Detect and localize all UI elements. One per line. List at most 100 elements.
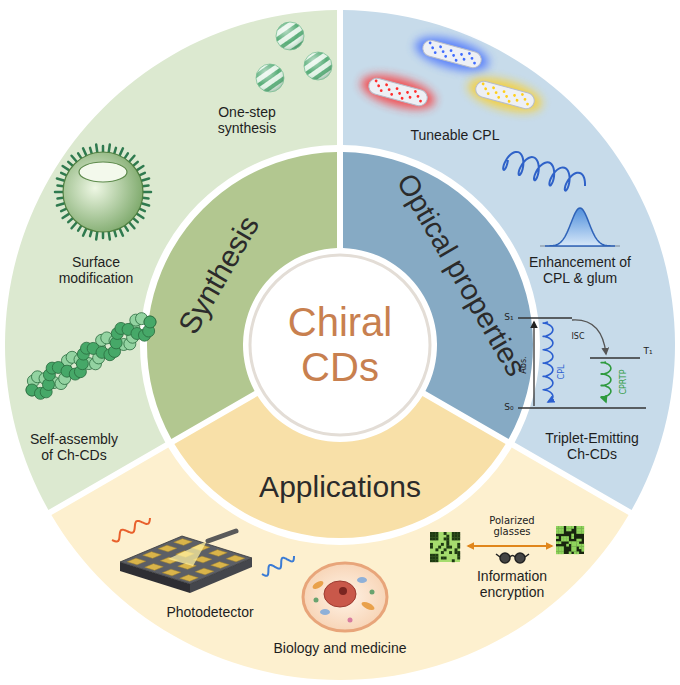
cell-illustration [311, 579, 324, 590]
qr-code [452, 559, 455, 562]
surface-ligands [96, 232, 97, 240]
surface-ligands [78, 226, 81, 231]
transition-label: CPL [558, 365, 567, 380]
sector-shape [5, 10, 337, 510]
qr-code [433, 532, 436, 535]
qr-code [566, 536, 569, 539]
qr-code [581, 546, 584, 549]
nanorod [523, 98, 526, 101]
qr-code [581, 529, 584, 532]
qr-code [571, 544, 574, 547]
helix-fiber [26, 313, 156, 400]
topic-label: Triplet-Emitting Ch-CDs [535, 430, 649, 462]
qr-code [446, 540, 449, 543]
nanorod [513, 94, 516, 97]
electrode-pads [211, 562, 229, 569]
qr-code [569, 541, 572, 544]
nanorod [406, 91, 409, 94]
topic-label: Biology and medicine [250, 640, 430, 656]
qr-code [579, 529, 582, 532]
text-holder: Information encryption [468, 568, 556, 600]
surface-ligands [102, 146, 105, 152]
text-holder: T₁ [643, 347, 652, 357]
qr-code [566, 544, 569, 547]
text-holder: Chiral CDs [265, 300, 415, 390]
surface-ligands [63, 166, 70, 170]
sector-outline [5, 10, 337, 510]
energy-diagram [590, 357, 640, 358]
qr-code [430, 535, 433, 538]
nanorod [412, 31, 493, 78]
nanorod [374, 79, 377, 82]
qr-code [566, 526, 569, 529]
topic-label: Photodetector [145, 604, 275, 620]
energy-diagram [533, 322, 534, 406]
nanorod [468, 52, 471, 55]
qr-code [566, 529, 569, 532]
qr-code [556, 529, 559, 532]
nanorod [358, 69, 439, 116]
cell-illustration [357, 577, 367, 583]
qr-code [569, 526, 572, 529]
qr-code [576, 531, 579, 534]
nanorod [379, 89, 382, 92]
qr-code [576, 544, 579, 547]
surface-ligands [120, 148, 123, 155]
surface-ligands [83, 228, 86, 235]
qr-code [430, 537, 433, 540]
nanorod [377, 84, 380, 87]
modified-particle [79, 162, 127, 182]
helix-fiber [144, 316, 156, 328]
text-holder: S₀ [504, 403, 513, 413]
striped-spheres [304, 52, 332, 80]
photodetector-device [208, 531, 236, 541]
qr-code [435, 557, 438, 560]
surface-ligands [57, 203, 65, 205]
nanorod [439, 45, 442, 48]
category-label: Applications [259, 470, 421, 505]
surface-ligands [55, 191, 63, 194]
transition-label: ISC [571, 333, 584, 342]
surface-ligands [114, 230, 116, 236]
qr-code [430, 546, 433, 549]
nanorod [412, 31, 493, 78]
surface-ligands [125, 153, 128, 158]
qr-code [569, 551, 572, 554]
surface-ligands [133, 162, 138, 166]
qr-code [566, 539, 569, 542]
nanorod [505, 95, 508, 98]
electrode-pads [209, 550, 227, 557]
glasses-icon [510, 556, 515, 558]
cell-illustration [320, 609, 330, 615]
surface-ligands [139, 173, 144, 175]
cell-illustration [324, 581, 356, 607]
qr-code [430, 554, 433, 557]
qr-code [581, 531, 584, 534]
nanorod [395, 87, 398, 90]
qr-code [571, 534, 574, 537]
qr-code [449, 546, 452, 549]
photodetector-device [168, 541, 207, 566]
qr-code [455, 551, 458, 554]
qr-code [457, 543, 460, 546]
nanorod [465, 72, 546, 119]
nanorod [419, 99, 422, 102]
surface-ligands [63, 214, 70, 218]
energy-diagram [518, 317, 572, 318]
nanorod [460, 53, 463, 56]
qr-code [433, 535, 436, 538]
qr-code [435, 559, 438, 562]
qr-code [556, 526, 584, 554]
qr-code [435, 532, 438, 535]
surface-ligands [137, 214, 144, 218]
qr-code [559, 529, 562, 532]
sector-shape [343, 10, 675, 510]
encryption-icon [468, 545, 552, 547]
qr-code [444, 537, 447, 540]
surface-ligands [72, 222, 77, 228]
nanorod [449, 49, 452, 52]
photodetector-device [112, 518, 294, 593]
qr-code [564, 539, 567, 542]
nanorod [454, 59, 457, 62]
qr-code [576, 529, 579, 532]
